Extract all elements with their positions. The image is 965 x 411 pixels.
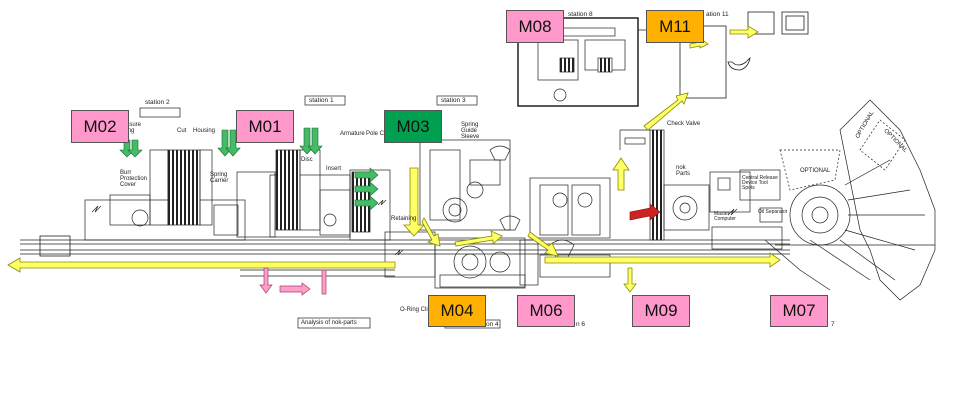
nok-arrows <box>259 267 327 296</box>
nok-arrow-down-2 <box>321 269 327 295</box>
cut-label: Cut <box>177 128 187 134</box>
flow-arrow-diag-3 <box>421 217 441 247</box>
retaining-label: Retaining <box>391 216 417 222</box>
station-7-label: 7 <box>831 321 835 328</box>
station-8-machine <box>517 17 639 107</box>
separator-label: Oil Separator <box>758 209 788 215</box>
station-tag-m09[interactable]: M09 <box>632 295 690 327</box>
disc-label: Disc <box>301 157 313 163</box>
nok-parts-label: nok Parts <box>676 165 691 177</box>
station-7-rotary-machine <box>739 99 936 301</box>
main-flow-arrow-left <box>7 257 396 273</box>
spring-carrier-label: Spring Carrier <box>210 172 229 184</box>
red-arrow <box>629 203 661 221</box>
flow-arrow-4-right <box>454 230 503 247</box>
housing-label: Housing <box>193 128 216 134</box>
main-conveyor <box>20 235 790 277</box>
burr-protection-cover-label: Burr Protection Cover <box>120 170 148 188</box>
station-8-label: station 8 <box>568 11 593 18</box>
spring-guide-sleeve-label: Spring Guide Sleeve <box>461 122 480 140</box>
flow-arrow-9-to-11 <box>643 92 689 131</box>
station-3-label: station 3 <box>441 97 466 104</box>
station-2-machine <box>84 107 246 241</box>
insert-label: Insert <box>326 166 342 172</box>
station-tag-m11[interactable]: M11 <box>646 10 704 43</box>
o-ring-clip-label: O-Ring Clip <box>400 307 432 313</box>
station-1-label: station 1 <box>309 97 334 104</box>
main-flow-arrow-right <box>544 252 781 268</box>
station-2-label: station 2 <box>145 99 170 106</box>
flow-arrow-top-right <box>729 25 759 39</box>
station-3-machine <box>419 95 521 231</box>
station-6-label: n 6 <box>576 321 586 328</box>
green-feed-arrows <box>119 127 379 211</box>
station-tag-m06[interactable]: M06 <box>517 295 575 327</box>
flow-arrows <box>7 25 781 293</box>
flow-arrow-up-9 <box>612 157 630 191</box>
master-computer-label: Master Computer <box>714 211 736 222</box>
pole-cap-label: Pole Cap <box>366 131 391 137</box>
station-6-machine <box>529 177 611 278</box>
station-tag-m01[interactable]: M01 <box>236 110 294 143</box>
station-tag-m04[interactable]: M04 <box>428 295 486 327</box>
optional-label-3: OPTIONAL <box>800 168 831 174</box>
nok-arrow-down-1 <box>259 267 273 294</box>
station-4-machine <box>297 231 539 329</box>
flow-arrow-3-to-4 <box>403 167 425 237</box>
station-4-label: on 4 <box>486 321 499 328</box>
armature-label: Armature <box>340 131 365 137</box>
analysis-label: Analysis of nok-parts <box>301 320 357 326</box>
nok-arrow-right <box>279 282 311 296</box>
flow-arrow-into-6 <box>527 231 559 257</box>
station-tag-m08[interactable]: M08 <box>506 10 564 43</box>
flow-arrow-small-6 <box>623 267 637 293</box>
station-11-machine <box>679 11 809 99</box>
check-valve-label: Check Valve <box>667 121 701 127</box>
central-panel-label: Central Release Device Tool Spots <box>742 175 778 191</box>
station-tag-m02[interactable]: M02 <box>71 110 129 143</box>
station-tag-m03[interactable]: M03 <box>384 110 442 143</box>
station-11-label: ation 11 <box>706 11 729 18</box>
station-tag-m07[interactable]: M07 <box>770 295 828 327</box>
